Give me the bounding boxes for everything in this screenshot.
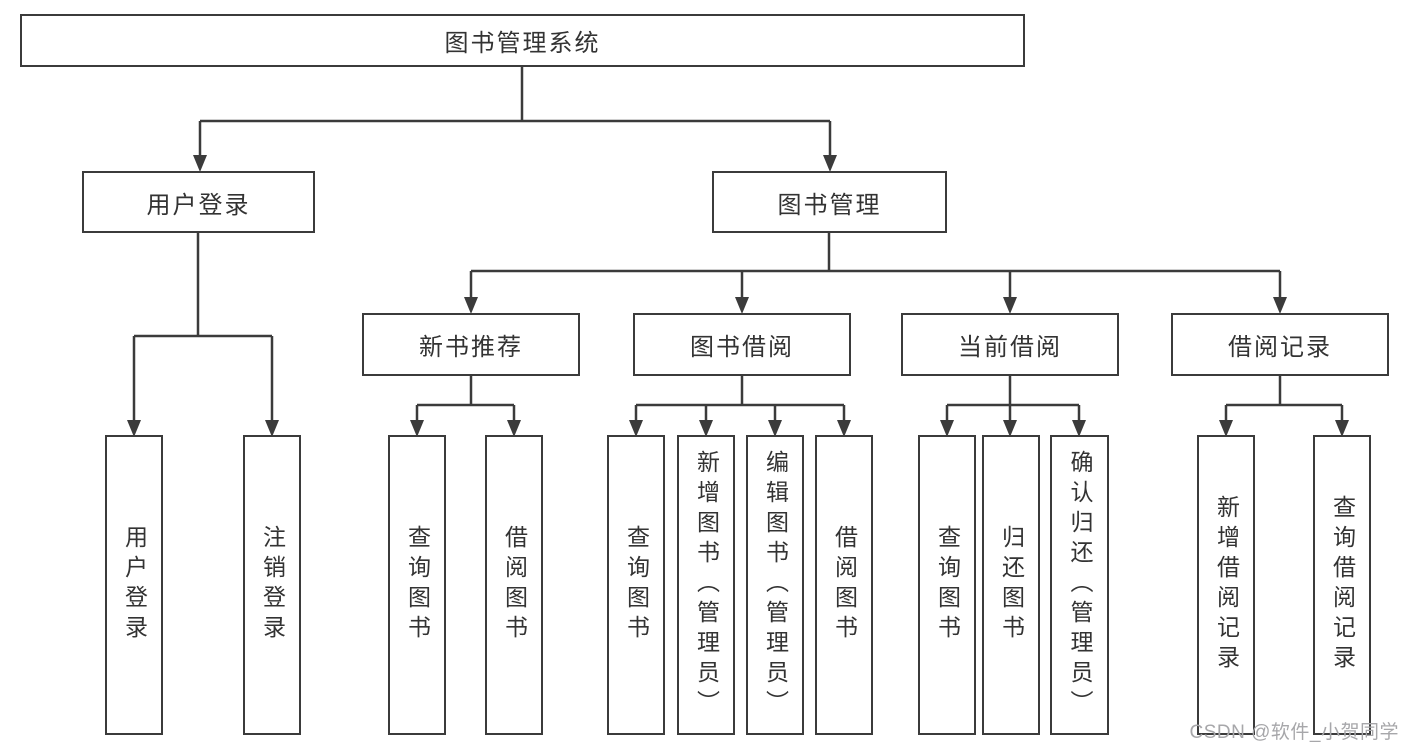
leaf-recommend-query-books: 查询图书	[388, 435, 446, 735]
leaf-current-return-books: 归还图书	[982, 435, 1040, 735]
node-label: 图书管理	[777, 191, 882, 219]
node-new-book-recommendation: 新书推荐	[362, 313, 580, 376]
watermark-text: CSDN @软件_小贺同学	[1189, 722, 1399, 743]
leaf-borrowing-add-books-admin: 新增图书（管理员）	[677, 435, 735, 735]
node-library-management-system: 图书管理系统	[20, 14, 1025, 67]
leaf-borrowing-query-books: 查询图书	[607, 435, 665, 735]
node-label: 编辑图书（管理员）	[762, 450, 789, 720]
leaf-current-query-books: 查询图书	[918, 435, 976, 735]
node-book-borrowing: 图书借阅	[633, 313, 851, 376]
node-label: 借阅图书	[831, 525, 858, 645]
node-label: 当前借阅	[958, 334, 1062, 361]
leaf-records-query-record: 查询借阅记录	[1313, 435, 1371, 735]
node-label: 确认归还（管理员）	[1067, 450, 1093, 720]
leaf-current-confirm-return-admin: 确认归还（管理员）	[1050, 435, 1109, 735]
node-label: 查询图书	[404, 525, 431, 645]
node-user-login: 用户登录	[82, 171, 315, 233]
node-label: 借阅图书	[501, 525, 528, 645]
leaf-recommend-borrow-books: 借阅图书	[485, 435, 543, 735]
node-borrowing-records: 借阅记录	[1171, 313, 1389, 376]
leaf-records-add-record: 新增借阅记录	[1197, 435, 1255, 735]
node-label: 注销登录	[259, 525, 286, 645]
node-label: 新增图书（管理员）	[693, 450, 720, 720]
node-label: 用户登录	[146, 191, 251, 219]
node-label: 查询图书	[623, 525, 650, 645]
leaf-borrowing-borrow-books: 借阅图书	[815, 435, 873, 735]
leaf-logout: 注销登录	[243, 435, 301, 735]
node-label: 用户登录	[121, 525, 148, 645]
node-current-borrowing: 当前借阅	[901, 313, 1119, 376]
node-book-management: 图书管理	[712, 171, 947, 233]
node-label: 借阅记录	[1228, 334, 1332, 361]
node-label: 图书借阅	[690, 334, 794, 361]
node-label: 新增借阅记录	[1213, 495, 1240, 675]
node-label: 新书推荐	[419, 334, 523, 361]
node-label: 查询图书	[934, 525, 961, 645]
leaf-borrowing-edit-books-admin: 编辑图书（管理员）	[746, 435, 804, 735]
node-label: 归还图书	[998, 525, 1025, 645]
node-label: 查询借阅记录	[1329, 495, 1356, 675]
node-label: 图书管理系统	[444, 30, 601, 57]
leaf-user-login: 用户登录	[105, 435, 163, 735]
